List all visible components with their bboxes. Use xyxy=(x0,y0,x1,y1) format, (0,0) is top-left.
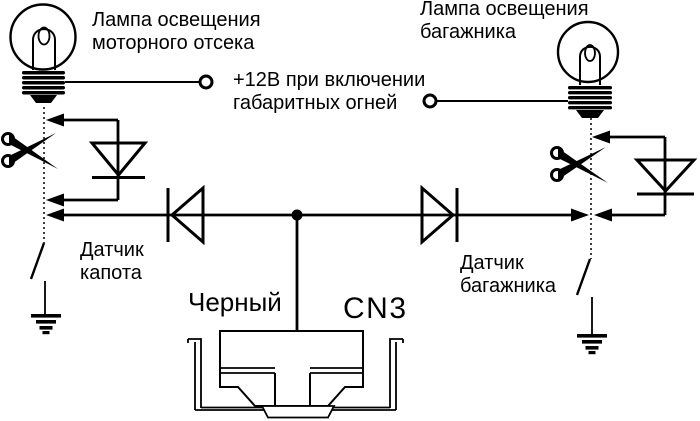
label-line: Лампа освещения xyxy=(92,9,261,31)
main-wire xyxy=(46,208,589,222)
hood-lamp-icon xyxy=(9,3,77,103)
label-wire-color: Черный xyxy=(188,289,282,316)
label-hood-sensor: Датчик капота xyxy=(80,239,144,285)
label-line: CN3 xyxy=(343,292,408,325)
parking-lights-terminal-left xyxy=(198,74,214,90)
label-line: Черный xyxy=(188,287,282,317)
parking-lights-terminal-right xyxy=(422,93,438,109)
trunk-lamp-icon xyxy=(556,20,620,118)
label-line: багажника xyxy=(460,275,557,297)
trunk-switch xyxy=(575,258,593,334)
label-line: багажника xyxy=(420,21,517,43)
hood-switch xyxy=(29,242,46,314)
label-plus12v: +12В при включении габаритных огней xyxy=(233,69,425,115)
label-connector-cn3: CN3 xyxy=(343,294,408,324)
label-line: Датчик xyxy=(460,252,524,274)
label-line: +12В при включении xyxy=(233,69,426,91)
trunk-isolation-diode xyxy=(420,184,459,246)
label-line: Датчик xyxy=(80,239,144,261)
ground-left-icon xyxy=(31,314,61,335)
label-line: моторного отсека xyxy=(92,32,255,54)
label-line: Лампа освещения xyxy=(420,0,589,20)
label-trunk-lamp: Лампа освещения багажника xyxy=(420,0,589,44)
hood-cut-scissors-icon xyxy=(1,132,58,169)
trunk-cut-scissors-icon xyxy=(550,146,608,183)
label-engine-lamp: Лампа освещения моторного отсека xyxy=(92,9,261,55)
label-line: габаритных огней xyxy=(233,92,398,114)
hood-isolation-diode xyxy=(166,184,205,246)
label-line: капота xyxy=(80,262,142,284)
hood-bypass-diode xyxy=(46,113,149,207)
label-trunk-sensor: Датчик багажника xyxy=(460,252,556,298)
ground-right-icon xyxy=(577,334,607,355)
trunk-bypass-diode xyxy=(592,130,698,222)
cn3-connector-drawing xyxy=(187,330,404,419)
